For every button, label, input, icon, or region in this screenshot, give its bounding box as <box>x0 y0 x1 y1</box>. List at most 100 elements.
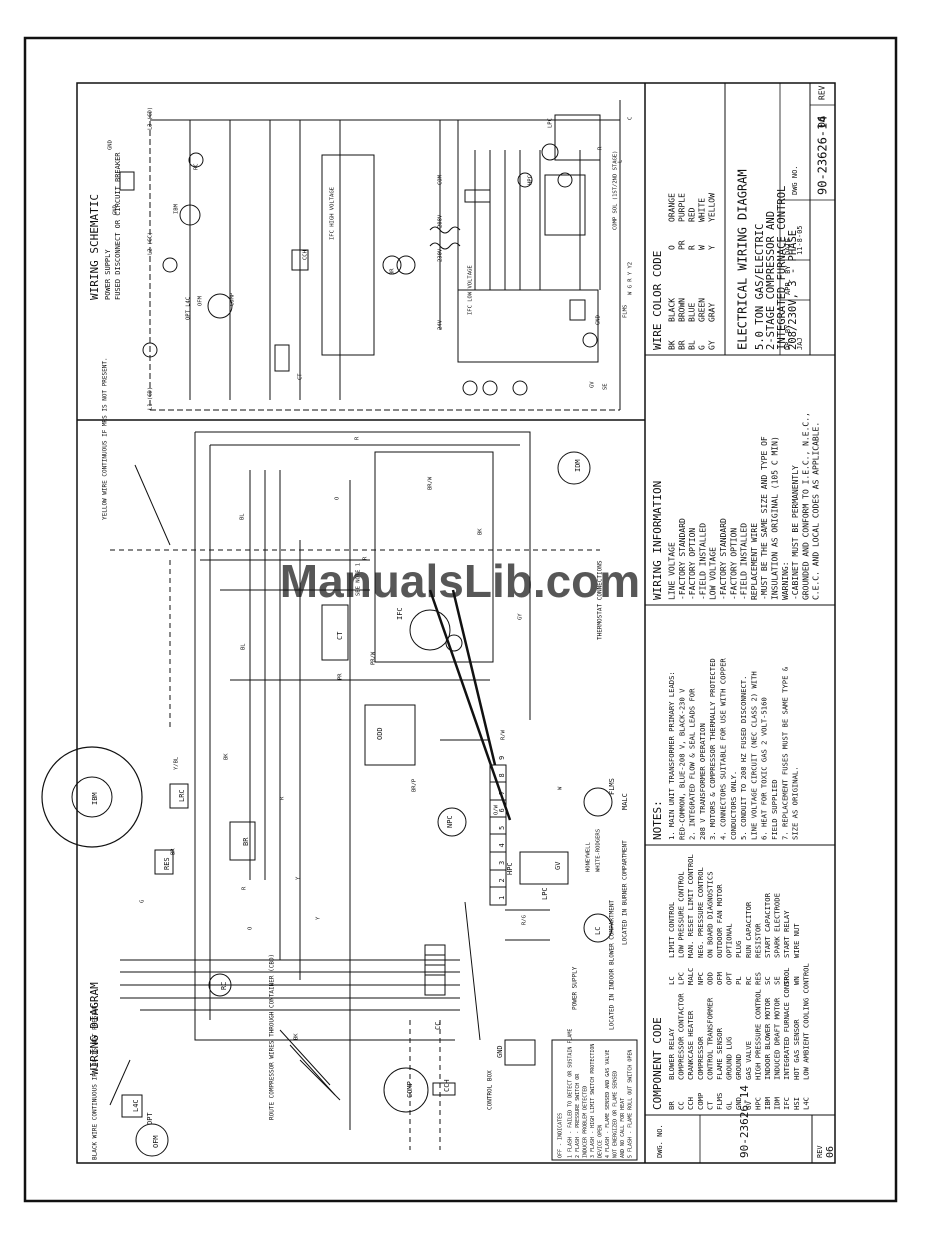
terminal-9-label: 9 <box>498 756 506 760</box>
component-name: SPARK ELECTRODE <box>773 893 782 958</box>
component-code: GV <box>744 1101 753 1110</box>
route-compressor-callout: ROUTE COMPRESSOR WIRES THROUGH CONTAINER… <box>269 954 276 1120</box>
schematic-label: L <box>618 159 624 163</box>
note-line: 7. REPLACEMENT FUSES MUST BE SAME TYPE & <box>780 666 789 840</box>
wiring-info-line: -FIELD INSTALLED <box>740 523 749 600</box>
rev-label: REV <box>818 85 827 100</box>
wiring-info-line: INSULATION AS ORIGINAL (105 C MIN) <box>771 436 780 600</box>
component-code: ODD <box>705 972 714 985</box>
honeywell-label: HONEYWELL <box>586 842 592 872</box>
component-code: PL <box>734 976 743 985</box>
schematic-label: CCH <box>303 250 309 260</box>
black-wire-callout: BLACK WIRE CONTINUOUS IF L4C IS NOT PRES… <box>92 1001 99 1160</box>
note-line: LINE VOLTAGE CIRCUIT (NEC CLASS 2) WITH <box>749 671 758 840</box>
component-ct-label: CT <box>336 631 344 640</box>
schematic-label: COM <box>438 174 444 185</box>
wire-color-code: BR <box>678 340 687 350</box>
wire-color-code: O <box>668 245 677 250</box>
component-code: BR <box>667 1101 676 1110</box>
wire-color-code: W <box>698 245 707 250</box>
wire-label: O/W <box>494 804 500 815</box>
wire-color-name: ORANGE <box>668 193 677 222</box>
wiring-schematic <box>119 100 621 411</box>
wire-label: BK <box>224 753 230 760</box>
component-name: START CAPACITOR <box>763 892 772 958</box>
wiring-info-heading: WIRING INFORMATION <box>651 481 664 600</box>
flash-code-line: AND NO CALL FOR HEAT <box>620 1098 626 1158</box>
note-line: CONDUCTORS ONLY. <box>729 771 738 840</box>
flash-code-line: NOT ENERGIZED OR FLAME SENSED <box>613 1071 619 1158</box>
schematic-label: OFM <box>198 295 204 306</box>
wire-label: R <box>242 886 248 890</box>
wire-color-name: GRAY <box>708 303 717 322</box>
located-blower-callout: LOCATED IN INDOOR BLOWER COMPARTMENT <box>609 900 616 1030</box>
component-name: INDOOR BLOWER MOTOR <box>763 997 772 1080</box>
wire-color-name: BLACK <box>668 298 677 322</box>
component-name: LOW PRESSURE CONTROL <box>677 871 686 958</box>
schematic-label: 208V <box>438 214 444 228</box>
wire-label: R/G <box>522 915 528 925</box>
wire-label: O <box>335 497 341 500</box>
component-code: SC <box>763 976 772 985</box>
wiring-info-line: GROUNDED AND CONFORM TO I.E.C., N.E.C., <box>801 412 810 600</box>
component-name: OPTIONAL <box>725 923 734 958</box>
schematic-label: RC <box>194 163 200 170</box>
wiring-info-line: REPLACEMENT WIRE <box>750 523 759 600</box>
schematic-label: IFC HIGH VOLTAGE <box>330 187 336 240</box>
wiring-info-line: -MUST BE THE SAME SIZE AND TYPE OF <box>760 436 769 600</box>
approved-by-label: APP. BY <box>784 265 792 295</box>
schematic-label: R <box>598 146 604 150</box>
terminal-2-label: 2 <box>498 878 506 882</box>
date-value: 11-8-05 <box>796 225 804 255</box>
component-name: COMPRESSOR CONTACTOR <box>677 993 686 1080</box>
component-comp-label: COMP <box>406 1081 414 1098</box>
wire-color-name: WHITE <box>698 198 707 222</box>
component-code: OFM <box>715 971 724 985</box>
component-code: IBM <box>763 1096 772 1110</box>
schematic-label: LPC <box>548 118 554 128</box>
flash-code-line: INDUCER PROBLEM DETECTED <box>583 1086 589 1158</box>
component-name: RUN CAPACITOR <box>744 901 753 958</box>
component-name: INTEGRATED FURNACE CONTROL <box>782 967 791 1080</box>
located-burner-callout: LOCATED IN BURNER COMPARTMENT <box>622 840 629 945</box>
schematic-label: GND <box>596 315 602 325</box>
component-lpc-label: LPC <box>541 887 549 900</box>
component-code: FLMS <box>715 1093 724 1110</box>
wiring-info-line: -FACTORY OPTION <box>729 528 738 600</box>
date-label: DATE <box>784 238 792 255</box>
component-malc-label: MALC <box>621 793 629 810</box>
wire-color-name: YELLOW <box>708 193 717 222</box>
flash-code-line: 3 FLASH - HIGH LIMIT SWITCH PROTECTION <box>590 1044 596 1158</box>
component-lc-label: LC <box>594 927 602 935</box>
component-odd-label: ODD <box>376 727 384 740</box>
component-name: START RELAY <box>782 910 791 958</box>
wire-color-name: PURPLE <box>678 193 687 222</box>
note-line: 6. HEAT FOR TOXIC GAS 2 VOLT-5160 <box>760 697 769 840</box>
component-name: GAS VALVE <box>744 1041 753 1080</box>
schematic-label: C <box>628 117 634 120</box>
component-code: MALC <box>686 968 695 985</box>
component-code: LC <box>667 976 676 985</box>
schematic-label: OPT L4C <box>186 297 192 320</box>
component-name: CRANKCASE HEATER <box>686 1010 695 1080</box>
schematic-label: BR <box>390 268 396 275</box>
component-br-label: BR <box>242 837 250 846</box>
wiring-info-line: LOW VOLTAGE <box>709 547 718 600</box>
diagram-subtitle-line: INTEGRATED FURNACE CONTROL <box>776 186 788 350</box>
schematic-power-supply: POWER SUPPLY <box>104 249 112 300</box>
wire-label: PR/W <box>371 651 377 665</box>
component-name: PLUG <box>734 941 743 958</box>
component-gnd-label: GND <box>496 1045 504 1058</box>
flash-code-line: DEVICE OPEN <box>598 1125 604 1158</box>
note-line: 4. CONNECTORS SUITABLE FOR USE WITH COPP… <box>719 658 728 840</box>
component-name: ON BOARD DIAGNOSTICS <box>705 871 714 958</box>
component-code: CC <box>677 1101 686 1110</box>
component-name: RESISTOR <box>753 923 762 958</box>
watermark: ManualsLib.com <box>280 555 640 607</box>
component-name: GROUND LUG <box>725 1037 734 1080</box>
wire-label: BK <box>478 528 484 535</box>
note-line: 208 V TRANSFORMER OPERATION <box>698 723 707 840</box>
wire-label: PR <box>338 673 344 680</box>
terminal-8-label: 8 <box>498 773 506 777</box>
